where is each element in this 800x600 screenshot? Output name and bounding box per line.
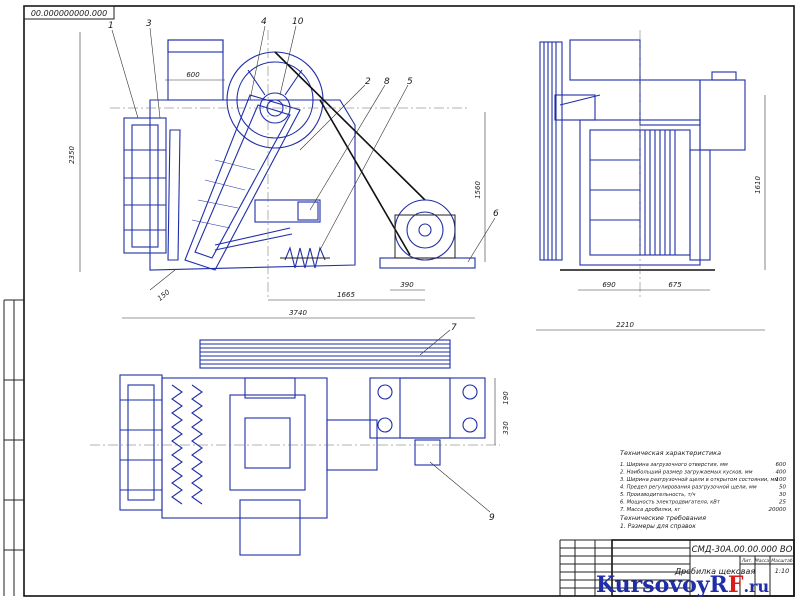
watermark-tld: .ru xyxy=(743,577,769,596)
front-callouts: 1 3 4 10 2 8 5 6 xyxy=(108,17,499,263)
tension-spring xyxy=(280,246,330,269)
toggle-block xyxy=(254,199,321,223)
title-block: СМД-30А.00.00.000 ВО Дробилка щековая Ли… xyxy=(559,539,795,597)
callout-7: 7 xyxy=(451,323,457,333)
spec-label-4: 4. Предел регулирования разгрузочной щел… xyxy=(620,485,757,491)
spec-value-3: 100 xyxy=(776,477,787,483)
spec-label-5: 5. Производительность, т/ч xyxy=(620,492,696,498)
requirements-title: Технические требования xyxy=(620,514,706,522)
doc-code-stamp: 00.000000000.000 xyxy=(23,5,115,20)
jaw-teeth xyxy=(171,384,183,505)
callout-5: 5 xyxy=(407,77,413,87)
svg-text:1610: 1610 xyxy=(754,176,762,194)
svg-text:600: 600 xyxy=(186,71,200,79)
spec-value-7: 20000 xyxy=(769,507,787,513)
spec-value-5: 30 xyxy=(779,492,786,498)
spec-label-7: 7. Масса дробилки, кг xyxy=(620,507,681,513)
front-dimensions: 600 1560 2350 1665 3740 390 150 xyxy=(68,32,486,319)
svg-text:1665: 1665 xyxy=(337,291,355,299)
spec-label-6: 6. Мощность электродвигателя, кВт xyxy=(620,500,721,506)
plan-hopper xyxy=(119,374,163,511)
title-sheet-label: Лит. xyxy=(741,558,752,564)
title-mass-label: Масса xyxy=(755,558,770,564)
watermark-logo: KursovoyRF.ru xyxy=(596,572,769,598)
spec-value-2: 400 xyxy=(776,470,787,476)
watermark-main: KursovoyR xyxy=(596,572,729,598)
requirement-1: 1. Размеры для справок xyxy=(620,523,696,530)
tech-specs: Техническая характеристика 1. Ширина заг… xyxy=(620,449,786,530)
spec-value-1: 600 xyxy=(776,462,787,468)
callout-3: 3 xyxy=(146,19,152,29)
title-name: Дробилка щековая xyxy=(674,567,756,576)
callout-8: 8 xyxy=(384,77,390,87)
belt-drive xyxy=(199,339,451,369)
svg-text:1560: 1560 xyxy=(474,181,482,199)
plan-callouts: 7 9 xyxy=(419,323,495,523)
watermark-f: F xyxy=(728,572,744,598)
title-scale: 1:10 xyxy=(775,567,790,575)
svg-text:330: 330 xyxy=(502,421,510,435)
plan-motor xyxy=(369,377,486,466)
svg-text:690: 690 xyxy=(602,281,616,289)
plan-dimensions: 190 330 xyxy=(494,378,510,445)
front-view: 600 1560 2350 1665 3740 390 150 1 3 4 10… xyxy=(68,17,499,319)
side-pulley xyxy=(539,41,563,261)
side-motor xyxy=(699,79,746,151)
feed-hopper xyxy=(123,117,167,254)
plan-view: 190 330 7 9 xyxy=(90,323,510,556)
side-view: 690 675 1610 2210 xyxy=(536,30,766,331)
doc-code-text: 00.000000000.000 xyxy=(31,9,107,18)
spec-label-1: 1. Ширина загрузочного отверстия, мм xyxy=(620,462,728,468)
callout-2: 2 xyxy=(365,77,371,87)
side-dimensions: 690 675 1610 2210 xyxy=(536,95,766,331)
svg-text:675: 675 xyxy=(668,281,682,289)
callout-4: 4 xyxy=(261,17,267,27)
spec-value-4: 50 xyxy=(779,485,786,491)
svg-text:390: 390 xyxy=(400,281,414,289)
svg-text:190: 190 xyxy=(502,391,510,405)
title-scale-label: Масштаб xyxy=(771,558,793,564)
callout-9: 9 xyxy=(489,513,495,523)
svg-text:KursovoyRF.ru: KursovoyRF.ru xyxy=(596,572,769,598)
svg-text:2350: 2350 xyxy=(68,146,76,164)
svg-text:2210: 2210 xyxy=(616,321,634,329)
specs-title: Техническая характеристика xyxy=(620,449,721,457)
spec-label-2: 2. Наибольший размер загружаемых кусков,… xyxy=(620,470,753,476)
svg-text:150: 150 xyxy=(156,288,172,303)
pitman-jaw xyxy=(184,94,301,271)
spec-value-6: 25 xyxy=(779,500,786,506)
sheet-frame xyxy=(3,5,795,597)
callout-1: 1 xyxy=(108,21,114,31)
spec-label-3: 3. Ширина разгрузочной щели в открытом с… xyxy=(620,477,778,483)
callout-6: 6 xyxy=(493,209,499,219)
title-code: СМД-30А.00.00.000 ВО xyxy=(692,545,793,555)
motor-front xyxy=(379,199,476,269)
callout-10: 10 xyxy=(292,17,304,27)
svg-text:3740: 3740 xyxy=(289,309,307,317)
